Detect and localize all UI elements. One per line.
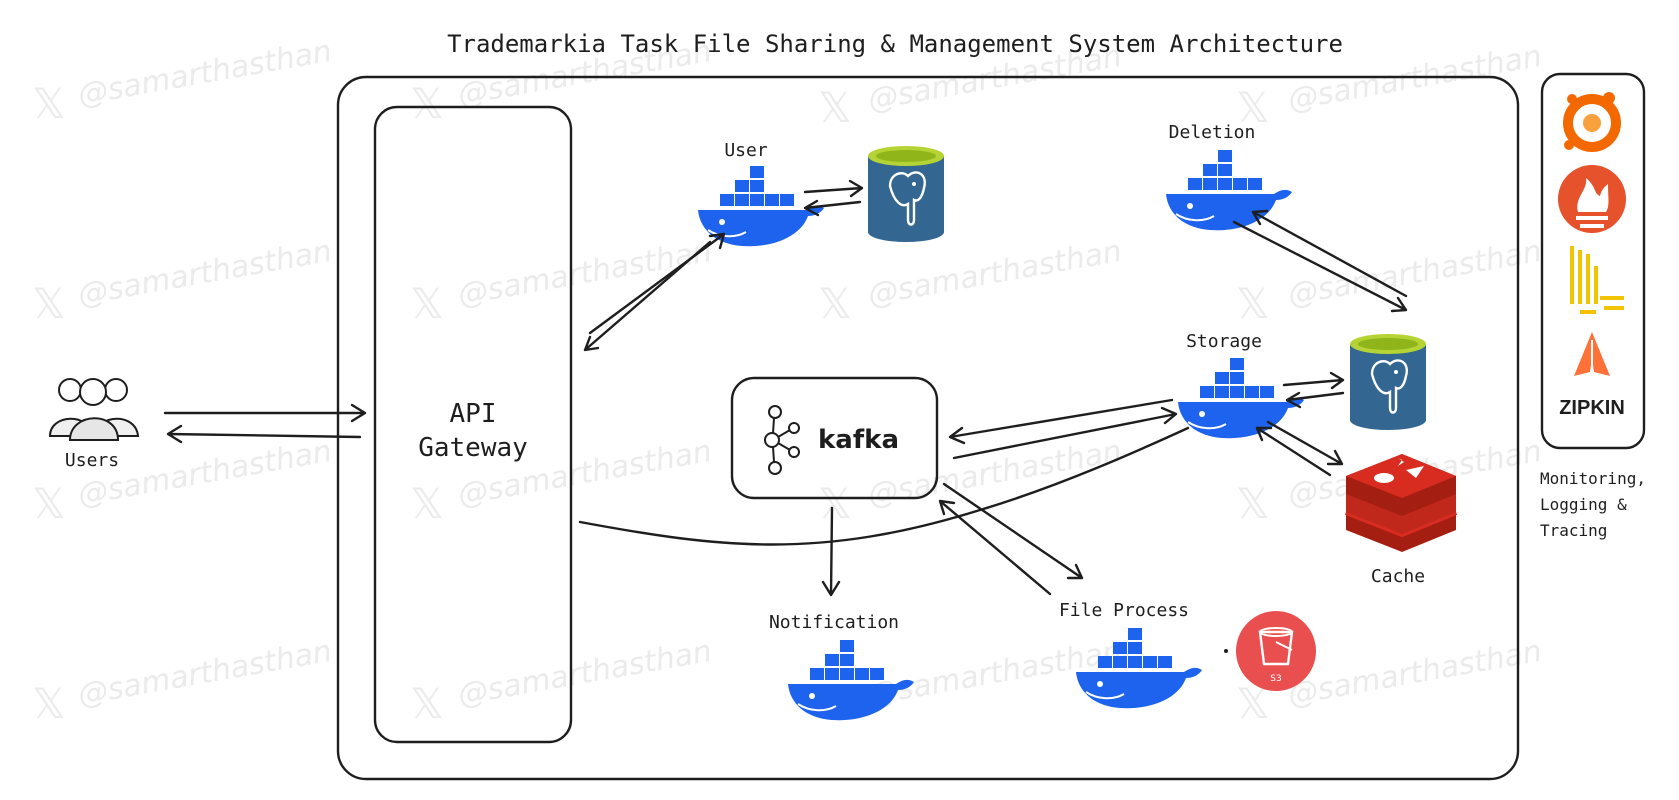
svg-text:𝕏: 𝕏 <box>410 479 444 528</box>
gateway-storage-curve <box>578 426 1190 546</box>
svg-text:𝕏: 𝕏 <box>32 279 66 328</box>
svg-text:𝕏: 𝕏 <box>32 79 66 128</box>
svg-text:𝕏: 𝕏 <box>1236 279 1270 328</box>
svg-text:𝕏: 𝕏 <box>32 679 66 728</box>
s3-bucket-icon[interactable] <box>1236 611 1316 691</box>
prometheus-icon[interactable] <box>1558 165 1626 233</box>
svg-text:𝕏: 𝕏 <box>32 479 66 528</box>
cache-label: Cache <box>1371 566 1425 587</box>
svg-text:𝕏: 𝕏 <box>410 79 444 128</box>
users-gateway-arrows <box>163 403 367 444</box>
users-label: Users <box>65 450 119 471</box>
user-db-postgres-icon[interactable] <box>866 144 946 244</box>
svg-text:@samarthasthan: @samarthasthan <box>75 434 334 513</box>
svg-text:𝕏: 𝕏 <box>818 83 852 132</box>
fileprocess-s3-dot <box>1224 649 1228 653</box>
file-process-service-label: File Process <box>1059 600 1189 621</box>
api-gateway-label-line2: Gateway <box>418 433 528 463</box>
kafka-notification-arrow <box>821 506 841 597</box>
notification-service-label: Notification <box>769 612 899 633</box>
zipkin-label: ZIPKIN <box>1559 397 1625 419</box>
kafka-box[interactable] <box>730 376 939 500</box>
deletion-service-label: Deletion <box>1169 122 1256 143</box>
loki-icon[interactable] <box>1570 246 1624 314</box>
svg-text:@samarthasthan: @samarthasthan <box>1285 234 1544 313</box>
svg-text:@samarthasthan: @samarthasthan <box>455 634 714 713</box>
observability-caption-line2: Logging & <box>1540 495 1627 514</box>
storage-cache-arrows <box>1255 420 1344 477</box>
storage-db-postgres-icon[interactable] <box>1348 332 1428 432</box>
svg-text:𝕏: 𝕏 <box>1236 479 1270 528</box>
svg-text:@samarthasthan: @samarthasthan <box>1285 634 1544 713</box>
users-icon[interactable] <box>48 378 140 441</box>
storage-db-arrows <box>1282 371 1345 409</box>
user-db-arrows <box>803 179 864 217</box>
api-gateway-box[interactable] <box>373 105 573 744</box>
svg-text:𝕏: 𝕏 <box>410 279 444 328</box>
kafka-storage-arrows <box>948 398 1178 460</box>
svg-text:@samarthasthan: @samarthasthan <box>75 634 334 713</box>
deletion-service-docker-icon[interactable] <box>1165 149 1293 232</box>
user-service-label: User <box>724 140 768 161</box>
svg-text:𝕏: 𝕏 <box>1236 83 1270 132</box>
diagram-title: Trademarkia Task File Sharing & Manageme… <box>447 30 1343 58</box>
kafka-label: kafka <box>818 425 899 455</box>
storage-service-docker-icon[interactable] <box>1177 357 1305 440</box>
observability-caption-line3: Tracing <box>1540 521 1607 540</box>
api-gateway-label-line1: API <box>450 399 497 429</box>
s3-label: S3 <box>1270 674 1281 684</box>
zipkin-icon[interactable] <box>1574 332 1610 376</box>
svg-text:𝕏: 𝕏 <box>410 679 444 728</box>
svg-text:𝕏: 𝕏 <box>818 479 852 528</box>
deletion-db-arrows <box>1232 209 1408 313</box>
observability-panel <box>1540 72 1646 450</box>
gateway-user-arrows <box>583 232 726 352</box>
system-boundary <box>336 75 1520 781</box>
svg-text:@samarthasthan: @samarthasthan <box>75 234 334 313</box>
kafka-icon <box>764 405 800 475</box>
kafka-fileprocess-arrows <box>938 482 1084 596</box>
svg-text:@samarthasthan: @samarthasthan <box>865 234 1124 313</box>
svg-text:𝕏: 𝕏 <box>818 279 852 328</box>
grafana-icon[interactable] <box>1563 92 1621 152</box>
redis-cache-icon[interactable] <box>1344 454 1458 552</box>
observability-caption-line1: Monitoring, <box>1540 469 1646 488</box>
svg-text:@samarthasthan: @samarthasthan <box>75 34 334 113</box>
storage-service-label: Storage <box>1186 331 1262 352</box>
